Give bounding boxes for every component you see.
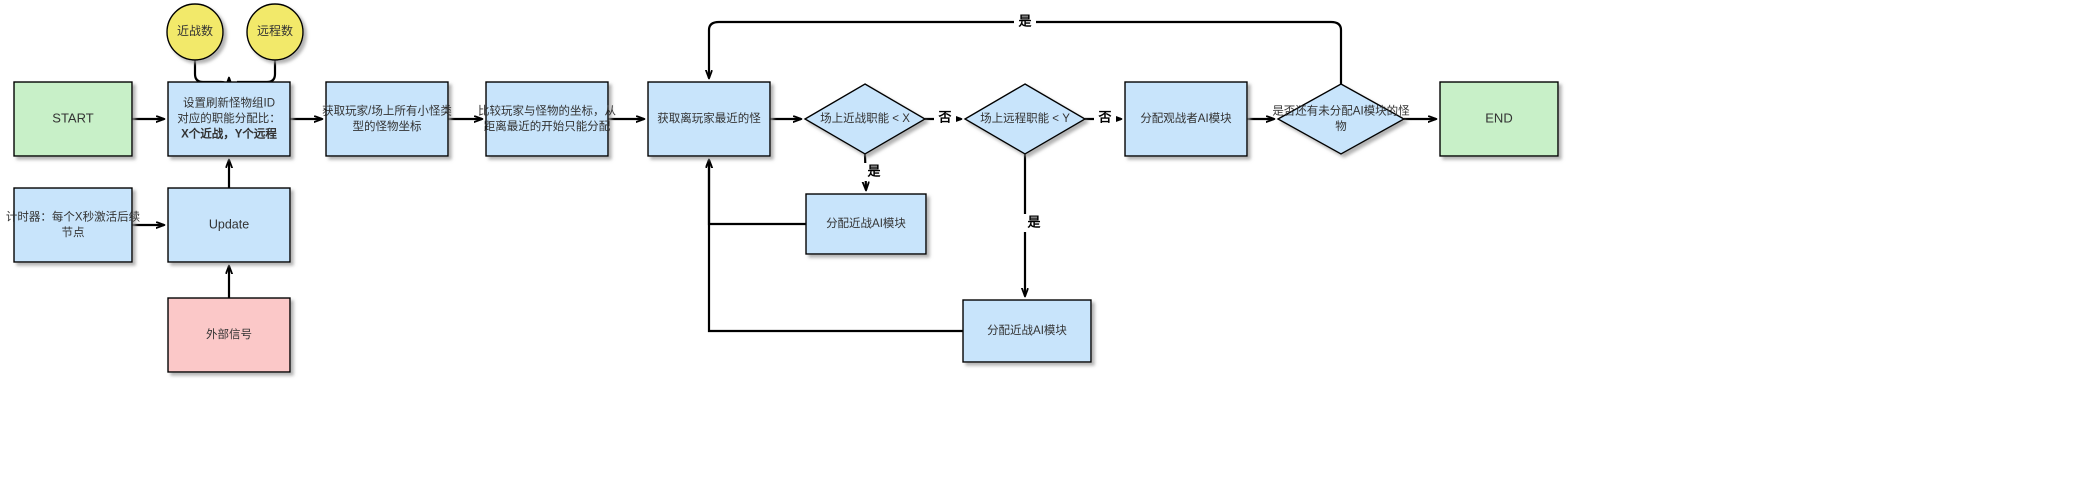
node-assign_melee_1[interactable]: 分配近战AI模块 <box>805 193 927 255</box>
node-label-assign_spec: 分配观战者AI模块 <box>1140 112 1232 125</box>
node-shape-rect <box>167 187 291 263</box>
node-label-dec_ranged: 场上远程职能 < Y <box>980 111 1070 125</box>
edge-label-e-decranged-yes: 是 <box>1026 214 1041 229</box>
node-shape-rect <box>1124 81 1248 157</box>
node-label-dec_more: 是否还有未分配AI模块的怪 <box>1272 103 1410 117</box>
edge-label-bg <box>863 163 885 181</box>
edge-label-bg <box>1014 13 1036 31</box>
node-shape-rect <box>805 193 927 255</box>
node-start[interactable]: START <box>13 81 133 157</box>
node-label-setup: 对应的职能分配比： <box>177 111 281 125</box>
node-assign_spec[interactable]: 分配观战者AI模块 <box>1124 81 1248 157</box>
node-label-setup: 设置刷新怪物组ID <box>183 96 275 110</box>
node-label-dec_more: 物 <box>1335 119 1347 133</box>
node-label-end: END <box>1485 110 1512 125</box>
node-shape-rect <box>13 81 133 157</box>
node-shape-rect <box>167 81 291 157</box>
edge-label-e-decmelee-no: 否 <box>937 109 951 124</box>
edge-labels-layer: 否否是是是 <box>863 13 1116 232</box>
node-end[interactable]: END <box>1439 81 1559 157</box>
edge-assign_melee_2-to-nearest <box>709 160 963 333</box>
node-label-ranged_count: 远程数 <box>257 23 293 38</box>
node-ranged_count[interactable]: 远程数 <box>246 3 304 61</box>
node-label-assign_melee_2: 分配近战AI模块 <box>987 324 1067 337</box>
node-label-dec_melee: 场上近战职能 < X <box>820 111 910 125</box>
node-shape-rect <box>1439 81 1559 157</box>
edge-dec_more-to-nearest <box>709 20 1343 84</box>
edge-label-e-decranged-no: 否 <box>1097 109 1111 124</box>
node-label-melee_count: 近战数 <box>177 23 213 38</box>
edge-assign_melee_1-to-nearest <box>709 160 806 226</box>
edge-label-e-decmelee-yes: 是 <box>866 163 881 178</box>
node-label-assign_melee_1: 分配近战AI模块 <box>826 217 906 230</box>
node-shape-rect <box>962 299 1092 363</box>
node-label-update: Update <box>209 217 249 231</box>
edges-layer <box>132 20 1436 333</box>
node-label-getcoords: 获取玩家/场上所有小怪类 <box>322 103 452 117</box>
node-shape-circle <box>246 3 304 61</box>
node-assign_melee_2[interactable]: 分配近战AI模块 <box>962 299 1092 363</box>
edge-label-bg <box>934 109 956 127</box>
node-label-nearest: 获取离玩家最近的怪 <box>657 111 761 125</box>
node-nearest[interactable]: 获取离玩家最近的怪 <box>647 81 771 157</box>
edge-ranged_count-to-setup <box>237 60 277 84</box>
node-shape-rect <box>485 81 609 157</box>
node-label-ext_signal: 外部信号 <box>206 327 252 341</box>
node-update[interactable]: Update <box>167 187 291 263</box>
node-label-compare: 距离最近的开始只能分配 <box>484 119 611 133</box>
node-shape-circle <box>166 3 224 61</box>
node-shape-rect <box>325 81 449 157</box>
node-label-getcoords: 型的怪物坐标 <box>353 119 422 133</box>
edge-label-bg <box>1094 109 1116 127</box>
node-shape-rect <box>647 81 771 157</box>
node-shape-diamond <box>963 83 1087 155</box>
node-dec_ranged[interactable]: 场上远程职能 < Y <box>963 83 1087 155</box>
node-ext_signal[interactable]: 外部信号 <box>167 297 291 373</box>
node-label-timer: 计时器：每个X秒激活后续 <box>6 209 140 223</box>
node-label-compare: 比较玩家与怪物的坐标，从 <box>478 103 616 117</box>
edge-label-bg <box>1023 214 1045 232</box>
node-melee_count[interactable]: 近战数 <box>166 3 224 61</box>
node-shape-rect <box>167 297 291 373</box>
node-label-start: START <box>52 110 93 125</box>
node-label-timer: 节点 <box>62 226 85 239</box>
edge-label-e-decmore-yes: 是 <box>1017 13 1032 28</box>
node-dec_melee[interactable]: 场上近战职能 < X <box>803 83 927 155</box>
node-shape-rect <box>13 187 133 263</box>
node-shape-diamond <box>803 83 927 155</box>
node-label-setup: X个近战，Y个远程 <box>181 127 277 141</box>
node-shape-diamond <box>1276 83 1406 155</box>
